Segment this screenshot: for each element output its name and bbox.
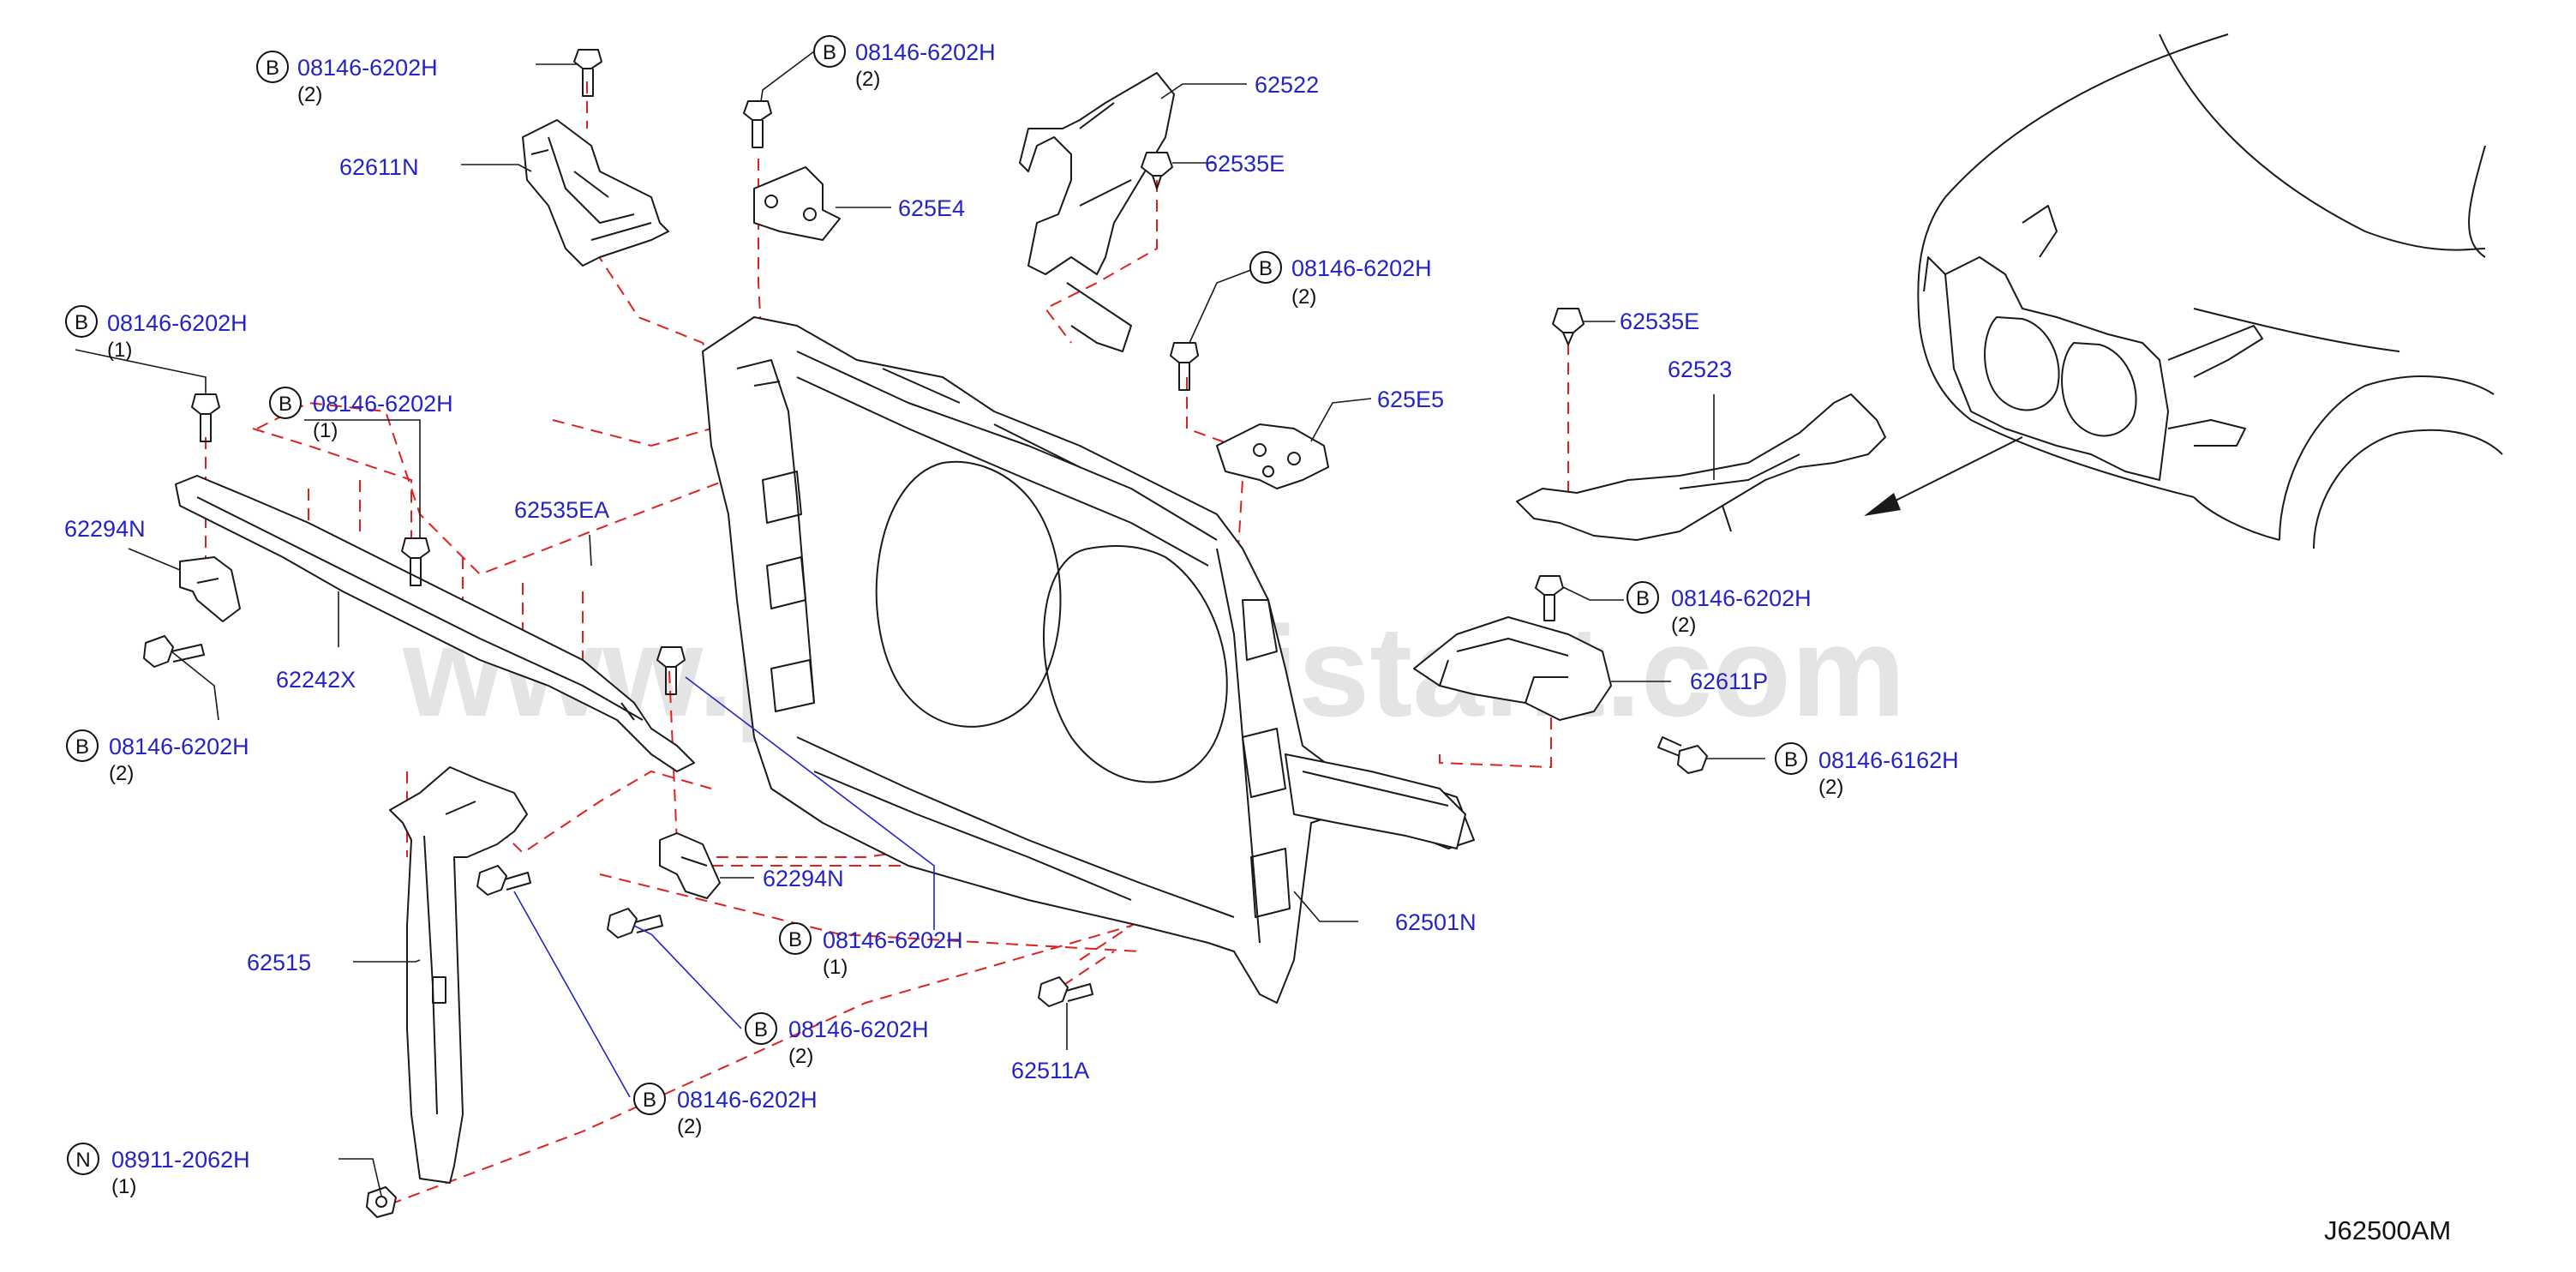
svg-text:08146-6202H: 08146-6202H bbox=[1671, 585, 1812, 611]
svg-text:(2): (2) bbox=[788, 1045, 813, 1068]
bracket-62611P bbox=[1413, 616, 1612, 721]
svg-text:B: B bbox=[643, 1089, 656, 1112]
bracket-625E5 bbox=[1216, 423, 1329, 489]
svg-text:(2): (2) bbox=[1671, 614, 1696, 637]
label-bolt-center-low: B 08146-6202H (1) bbox=[779, 922, 963, 979]
svg-text:(1): (1) bbox=[313, 419, 338, 442]
radiator-core-support-62501N bbox=[702, 316, 1475, 1004]
label-62535E-right: 62535E bbox=[1620, 309, 1699, 334]
label-625E4: 625E4 bbox=[898, 195, 965, 221]
svg-text:(2): (2) bbox=[109, 762, 134, 785]
label-62515: 62515 bbox=[247, 950, 311, 975]
svg-text:(2): (2) bbox=[297, 83, 322, 106]
label-bolt-bottom: B 08146-6202H (2) bbox=[633, 1083, 818, 1138]
svg-text:B: B bbox=[279, 393, 292, 416]
label-bolt-left-middle: B 08146-6202H (1) bbox=[269, 387, 453, 442]
leader-lines bbox=[75, 51, 1765, 1197]
svg-text:08146-6202H: 08146-6202H bbox=[788, 1017, 929, 1042]
label-bolt-left-upper: B 08146-6202H (1) bbox=[65, 305, 248, 362]
label-62242X: 62242X bbox=[276, 667, 356, 693]
reinforcement-62523 bbox=[1516, 393, 1886, 541]
label-62294N-left: 62294N bbox=[64, 516, 146, 542]
bracket-62294N-center bbox=[659, 832, 721, 899]
bracket-62242X bbox=[175, 475, 695, 772]
label-nut-bottom: N 08911-2062H (1) bbox=[67, 1143, 250, 1198]
label-62535E-top: 62535E bbox=[1205, 151, 1285, 177]
svg-text:B: B bbox=[788, 928, 802, 951]
svg-text:08146-6202H: 08146-6202H bbox=[677, 1087, 818, 1113]
svg-text:(1): (1) bbox=[107, 339, 132, 362]
label-62511A: 62511A bbox=[1011, 1058, 1089, 1083]
svg-text:08146-6162H: 08146-6162H bbox=[1818, 747, 1959, 773]
label-bolt-top-left: B 08146-6202H (2) bbox=[256, 51, 438, 106]
svg-text:08146-6202H: 08146-6202H bbox=[1291, 255, 1432, 281]
label-bolt-right-lower: B 08146-6162H (2) bbox=[1775, 742, 1959, 799]
label-625E5: 625E5 bbox=[1377, 387, 1444, 412]
label-62501N: 62501N bbox=[1395, 909, 1477, 935]
label-bolt-right-mid: B 08146-6202H (2) bbox=[1626, 581, 1812, 637]
label-62294N-center: 62294N bbox=[763, 866, 844, 891]
svg-text:(2): (2) bbox=[1818, 776, 1843, 799]
svg-text:(1): (1) bbox=[111, 1175, 136, 1198]
label-62535EA: 62535EA bbox=[514, 497, 609, 523]
svg-text:B: B bbox=[754, 1018, 768, 1041]
svg-text:(2): (2) bbox=[677, 1115, 702, 1138]
svg-text:B: B bbox=[266, 57, 279, 80]
label-62611P: 62611P bbox=[1690, 669, 1768, 694]
svg-text:08146-6202H: 08146-6202H bbox=[107, 310, 248, 336]
svg-text:08146-6202H: 08146-6202H bbox=[823, 927, 963, 953]
drawing-code: J62500AM bbox=[2324, 1215, 2451, 1245]
svg-text:08911-2062H: 08911-2062H bbox=[111, 1147, 250, 1173]
svg-text:(1): (1) bbox=[823, 956, 848, 979]
svg-text:B: B bbox=[75, 735, 89, 759]
bolt-icons bbox=[143, 49, 1708, 1218]
label-bolt-center-lower2: B 08146-6202H (2) bbox=[745, 1012, 929, 1068]
label-62611N: 62611N bbox=[339, 154, 419, 180]
label-bolt-right-upper: B 08146-6202H (2) bbox=[1249, 251, 1432, 309]
stay-62515 bbox=[389, 766, 528, 1184]
label-62522: 62522 bbox=[1255, 72, 1319, 98]
svg-text:08146-6202H: 08146-6202H bbox=[109, 734, 249, 759]
svg-text:08146-6202H: 08146-6202H bbox=[297, 55, 438, 81]
svg-text:B: B bbox=[1259, 257, 1273, 280]
clip-62535E-right bbox=[1552, 308, 1585, 345]
bracket-62294N-left bbox=[179, 556, 241, 622]
svg-text:08146-6202H: 08146-6202H bbox=[313, 391, 453, 417]
svg-text:B: B bbox=[823, 41, 836, 64]
svg-text:N: N bbox=[75, 1149, 90, 1172]
svg-text:B: B bbox=[75, 311, 88, 334]
svg-text:B: B bbox=[1784, 748, 1798, 771]
label-62523: 62523 bbox=[1668, 357, 1732, 382]
svg-text:(2): (2) bbox=[1291, 285, 1316, 309]
clip-62535E-top bbox=[1141, 152, 1173, 189]
label-bolt-top-center: B 08146-6202H (2) bbox=[813, 35, 996, 91]
label-bolt-left-lower: B 08146-6202H (2) bbox=[66, 729, 249, 785]
part-number-labels: 62611N 625E4 62522 62535E 625E5 62535E 6… bbox=[64, 72, 1768, 1083]
bracket-62611N bbox=[522, 119, 669, 267]
bracket-625E4 bbox=[753, 166, 841, 241]
svg-text:B: B bbox=[1636, 587, 1650, 610]
vehicle-outline-inset bbox=[1864, 33, 2503, 549]
svg-text:(2): (2) bbox=[855, 68, 880, 91]
svg-text:08146-6202H: 08146-6202H bbox=[855, 39, 996, 65]
reinforcement-62522 bbox=[1019, 72, 1175, 352]
